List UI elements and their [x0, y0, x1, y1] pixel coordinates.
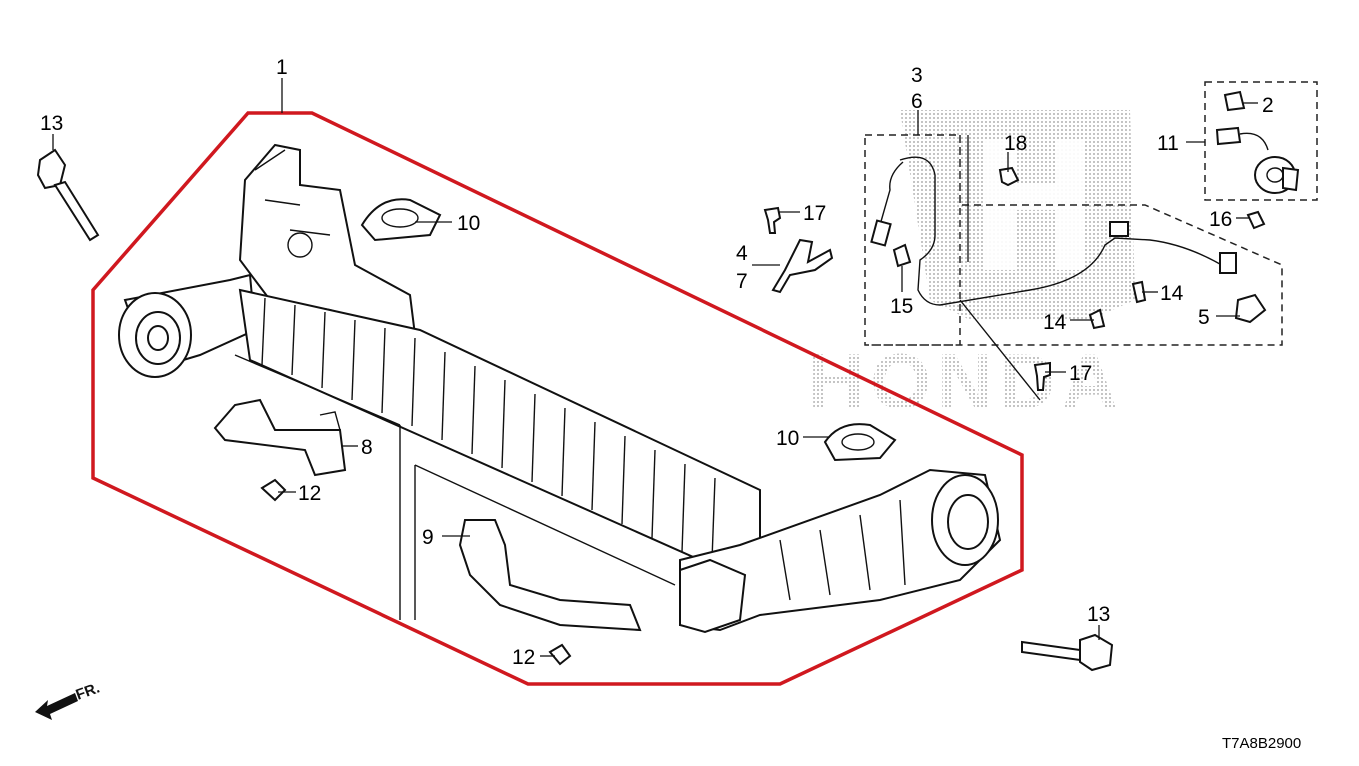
diagram-code: T7A8B2900 [1222, 735, 1301, 752]
callout-4: 4 [736, 242, 748, 265]
callout-7: 7 [736, 270, 748, 293]
callout-16: 16 [1209, 208, 1232, 231]
callout-13: 13 [40, 112, 63, 135]
callout-5: 5 [1198, 306, 1210, 329]
bolt-part-17-lower [1033, 361, 1051, 391]
bolt-part-13-upper [36, 148, 100, 242]
callout-18: 18 [1004, 132, 1027, 155]
callout-15: 15 [890, 295, 913, 318]
callout-leader-lines [52, 78, 1258, 657]
assembly-highlight-outline [91, 111, 1024, 686]
callout-13: 13 [1087, 603, 1110, 626]
hub-bearing-group-box [1204, 81, 1318, 201]
callout-9: 9 [422, 526, 434, 549]
callout-1: 1 [276, 56, 288, 79]
bolt-part-17-upper [763, 206, 782, 234]
callout-14: 14 [1160, 282, 1184, 305]
bracket-part-8 [213, 398, 347, 477]
callout-labels: 1 13 10 8 12 9 12 10 13 17 4 7 3 6 18 15… [40, 56, 1274, 669]
clip-part-2 [1223, 90, 1246, 112]
bump-stop-upper [360, 198, 442, 242]
front-label: FR. [74, 680, 103, 704]
clip-part-12-lower [548, 643, 572, 666]
sensor-group-box [864, 134, 1283, 346]
clip-part-14-a [1131, 280, 1147, 304]
callout-12: 12 [298, 482, 321, 505]
bolt-part-16 [1246, 210, 1266, 230]
clip-part-15 [892, 243, 912, 268]
callout-17: 17 [1069, 362, 1092, 385]
callout-8: 8 [361, 436, 373, 459]
rear-axle-beam-assembly [118, 143, 1002, 634]
callout-3: 3 [911, 64, 923, 87]
callout-2: 2 [1262, 94, 1274, 117]
sensor-part-11 [1215, 126, 1300, 194]
section-divider-lines [234, 354, 676, 620]
bump-stop-lower [823, 423, 897, 462]
callout-14: 14 [1043, 311, 1067, 334]
bracket-part-9 [458, 519, 642, 632]
clip-part-12-upper [260, 478, 287, 502]
bolt-part-13-lower [1021, 633, 1114, 672]
callout-12: 12 [512, 646, 535, 669]
callout-10: 10 [457, 212, 480, 235]
callout-10: 10 [776, 427, 799, 450]
callout-11: 11 [1157, 132, 1179, 155]
honda-watermark-text: HONDA [808, 337, 1124, 425]
front-direction-arrow: FR. [35, 680, 102, 720]
bracket-part-4-7 [771, 238, 834, 294]
callout-17: 17 [803, 202, 826, 225]
bolt-part-18 [998, 166, 1020, 187]
clip-part-14-b [1088, 308, 1106, 330]
callout-6: 6 [911, 90, 923, 113]
wheel-speed-sensor-harness [870, 156, 1267, 401]
